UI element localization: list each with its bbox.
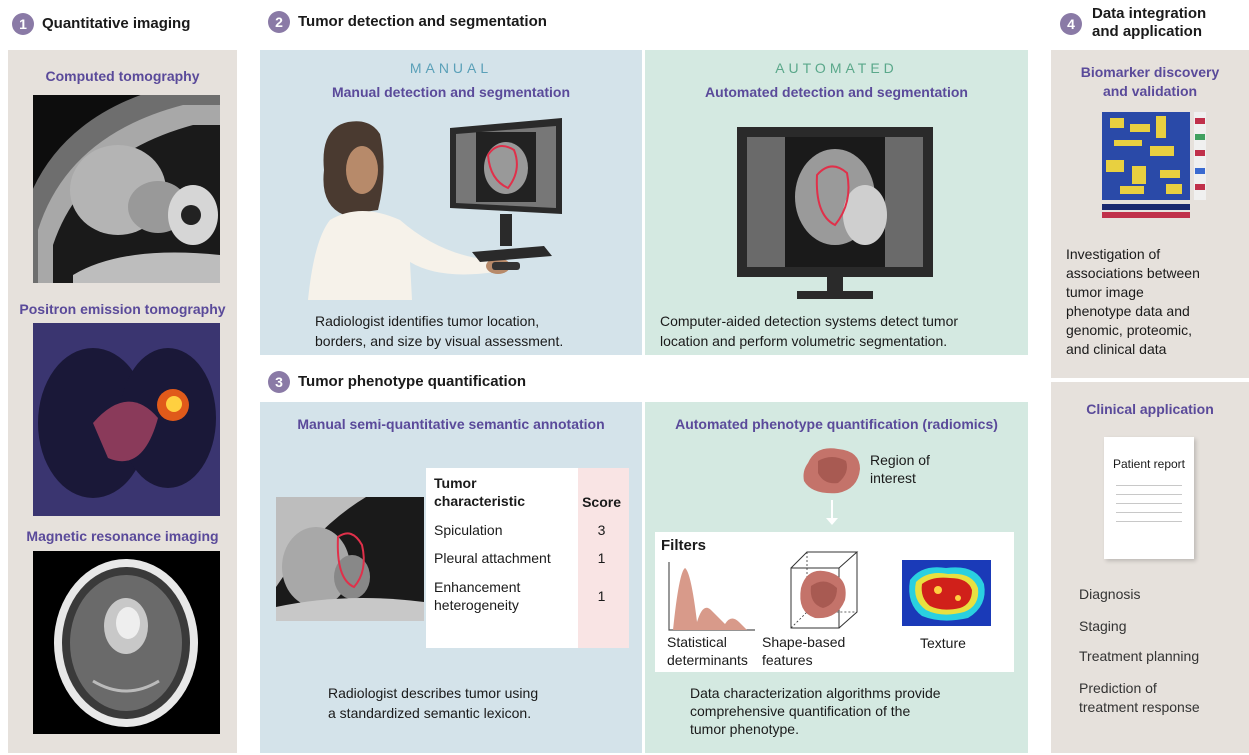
automated-detection-title: Automated detection and segmentation: [645, 84, 1028, 100]
manual-phenotype-caption: Radiologist describes tumor using a stan…: [328, 683, 628, 723]
automated-kicker: AUTOMATED: [645, 60, 1028, 76]
ct-label: Computed tomography: [8, 68, 237, 84]
pet-label: Positron emission tomography: [8, 301, 237, 317]
roi-label: Region of interest: [870, 451, 930, 487]
statistical-label: Statistical determinants: [667, 633, 748, 669]
patient-report-document: Patient report: [1104, 437, 1194, 559]
pet-image: [33, 323, 220, 516]
texture-map-graphic: [902, 560, 991, 626]
biomarker-title: Biomarker discovery and validation: [1051, 63, 1249, 101]
table-row-characteristic: Pleural attachment: [426, 544, 574, 572]
table-header-score: Score: [574, 468, 629, 516]
application-treatment-planning: Treatment planning: [1079, 648, 1199, 664]
patient-report-label: Patient report: [1104, 457, 1194, 471]
section-4-title: Data integration and application: [1092, 5, 1206, 41]
table-header-characteristic: Tumor characteristic: [426, 468, 574, 516]
histogram-graphic: [667, 562, 755, 632]
shape-label: Shape-based features: [762, 633, 845, 669]
section-3-title: Tumor phenotype quantification: [298, 373, 526, 390]
semantic-table: Tumor characteristic Score Spiculation 3…: [426, 468, 629, 648]
manual-detection-title: Manual detection and segmentation: [260, 84, 642, 100]
texture-label: Texture: [920, 633, 966, 653]
investigation-text: Investigation of associations between tu…: [1066, 245, 1246, 359]
ct-image: [33, 95, 220, 283]
section-4-badge: 4: [1060, 13, 1082, 35]
section-2-badge: 2: [268, 11, 290, 33]
clinical-title: Clinical application: [1051, 401, 1249, 417]
filters-label: Filters: [661, 537, 706, 554]
section-2-title: Tumor detection and segmentation: [298, 13, 547, 30]
roi-arrow-head: [826, 518, 838, 525]
annotated-ct-image: [276, 497, 424, 621]
table-row-characteristic: Spiculation: [426, 516, 574, 544]
automated-detection-caption: Computer-aided detection systems detect …: [660, 311, 1020, 351]
radiologist-illustration: [300, 110, 600, 300]
manual-phenotype-title: Manual semi-quantitative semantic annota…: [260, 416, 642, 432]
table-row-characteristic: Enhancement heterogeneity: [426, 572, 574, 620]
table-row-score: 1: [574, 544, 629, 572]
application-prediction: Prediction of treatment response: [1079, 679, 1200, 717]
table-row-score: 3: [574, 516, 629, 544]
section-1-badge: 1: [12, 13, 34, 35]
application-diagnosis: Diagnosis: [1079, 586, 1140, 602]
automated-phenotype-title: Automated phenotype quantification (radi…: [645, 416, 1028, 432]
automated-monitor-illustration: [735, 125, 935, 305]
application-staging: Staging: [1079, 618, 1126, 634]
mri-image: [33, 551, 220, 734]
section-3-badge: 3: [268, 371, 290, 393]
roi-tumor-render: [798, 443, 866, 497]
automated-phenotype-caption: Data characterization algorithms provide…: [690, 684, 1010, 738]
section-1-title: Quantitative imaging: [42, 15, 190, 32]
table-row-score: 1: [574, 572, 629, 620]
manual-kicker: MANUAL: [260, 60, 642, 76]
mri-label: Magnetic resonance imaging: [8, 528, 237, 544]
manual-detection-caption: Radiologist identifies tumor location, b…: [315, 311, 635, 351]
shape-cube-graphic: [785, 548, 863, 634]
heatmap-graphic: [1100, 110, 1210, 222]
